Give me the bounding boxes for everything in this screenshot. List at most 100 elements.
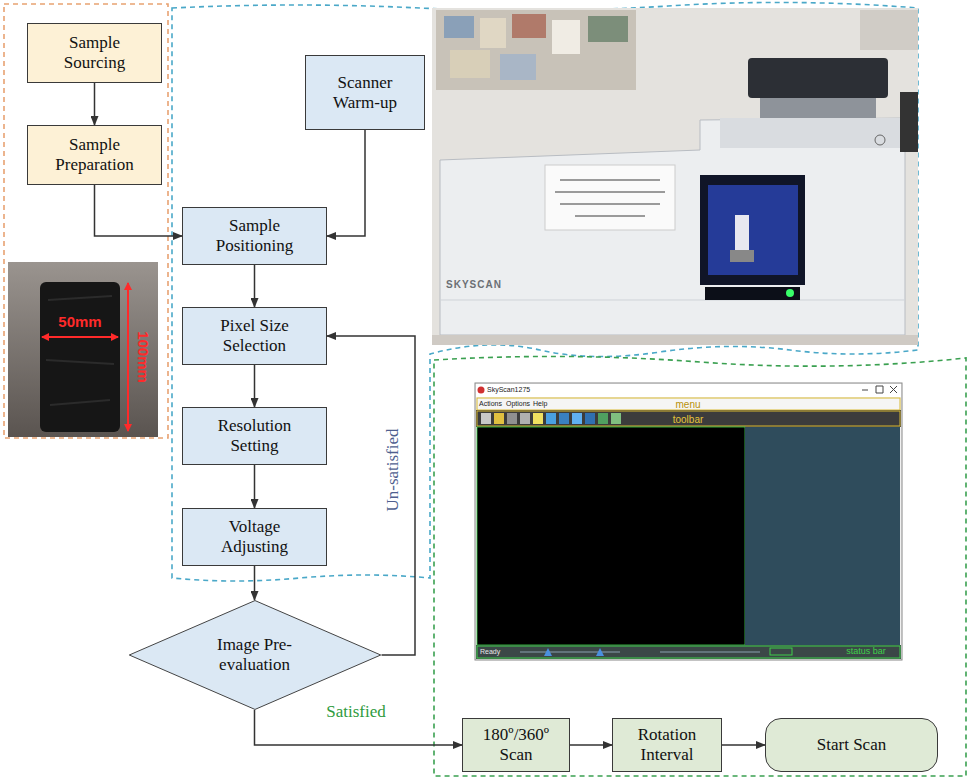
software-screenshot-part [476,645,901,659]
diamond-shape [129,601,380,710]
terminal-box: Start Scan [765,718,938,772]
sample-photo-part [46,296,114,405]
scanner-photo-part [700,175,805,285]
scanner-photo-part [432,335,918,345]
menu-item: Options [506,400,530,408]
flow-arrow [254,365,256,407]
flow-arrow [722,744,765,746]
dimension-label: 100mm [135,331,152,383]
scanner-photo-part [440,118,905,335]
node-text: Voltage Adjusting [200,517,310,556]
green-region-part [434,356,966,776]
node-text: Sample Sourcing [42,33,147,72]
scanner-photo-part [440,300,905,301]
flow-arrow [254,465,256,508]
process-box: Voltage Adjusting [182,508,327,566]
scanner-photo-part [450,50,490,78]
process-box: Scanner Warm-up [305,55,425,130]
scanner-photo-part [860,10,918,50]
scanner-photo-part [436,10,636,90]
node-text: Pixel Size Selection [200,316,310,355]
scanner-photo-part [512,14,546,38]
scanner-photo-part [875,135,885,145]
process-box: Sample Preparation [27,125,162,185]
node-text: Scanner Warm-up [318,73,413,112]
edge-label: Un-satisfied [384,428,403,511]
window-title: SkyScan1275 [487,386,530,394]
software-screenshot [475,383,902,660]
flow-arrow [94,83,96,125]
scanner-photo-part [760,98,876,118]
software-screenshot-part [476,410,901,427]
software-screenshot-part [546,413,556,424]
scanner-photo-part [748,58,888,98]
scanner-photo [432,8,918,345]
sample-photo-part [42,336,118,338]
software-screenshot-part [572,413,582,424]
process-box: Pixel Size Selection [182,307,327,365]
software-screenshot-part [745,427,900,645]
scanner-photo-part [444,16,474,38]
software-screenshot-part [476,384,901,397]
software-screenshot-part [477,646,900,658]
flow-arrow [95,185,183,236]
callout-label: toolbar [673,414,704,425]
software-screenshot-part [478,387,485,394]
software-screenshot-part [598,413,608,424]
scanner-photo-part [432,8,918,345]
software-screenshot-part [611,413,621,424]
diamond-outline [128,600,382,710]
node-text: 180º/360º Scan [471,725,561,764]
software-screenshot-part [477,398,900,410]
software-screenshot-part [520,413,530,424]
status-text: Ready [480,648,500,656]
process-box: Rotation Interval [612,718,722,772]
orange-region [4,4,168,438]
decision-diamond: Image Pre-evaluation [128,600,382,710]
scanner-photo-part [735,215,749,250]
dimension-label: 50mm [58,314,101,331]
software-screenshot-part [559,413,569,424]
software-screenshot-part [507,413,517,424]
node-text: Resolution Setting [200,416,310,455]
scanner-photo-part [552,20,580,54]
software-screenshot-part [862,386,897,393]
menu-item: Actions [479,400,502,408]
software-screenshot-part [475,383,902,660]
scanner-photo-part [900,92,918,152]
scanner-photo-part [545,165,675,230]
callout-label: menu [675,399,700,410]
flow-arrow [254,265,256,307]
menu-item: Help [533,400,547,408]
scanner-photo-part [708,185,798,275]
software-screenshot-part [477,427,745,645]
node-text: Start Scan [817,735,886,755]
sample-photo-part [127,283,129,431]
software-screenshot-part [481,413,491,424]
scanner-photo-part [705,287,800,300]
flow-arrow [327,336,415,655]
process-box: Sample Sourcing [27,23,162,83]
flow-arrow [255,710,463,745]
process-box: Sample Positioning [182,207,327,265]
node-text: Rotation Interval [621,725,713,764]
node-text: Sample Positioning [200,216,310,255]
scanner-photo-part [480,18,506,48]
process-box: 180º/360º Scan [462,718,570,772]
software-screenshot-part [494,413,504,424]
scanner-photo-part [786,289,794,297]
software-screenshot-part [533,413,543,424]
software-screenshot-part [520,652,760,653]
callout-label: status bar [846,647,886,657]
scanner-photo-part [720,118,900,148]
scanner-photo-part [555,180,665,216]
node-text: Sample Preparation [42,135,147,174]
process-box: Resolution Setting [182,407,327,465]
scanner-photo-part [730,250,754,262]
green-region [434,356,966,776]
flow-arrow [570,744,612,746]
